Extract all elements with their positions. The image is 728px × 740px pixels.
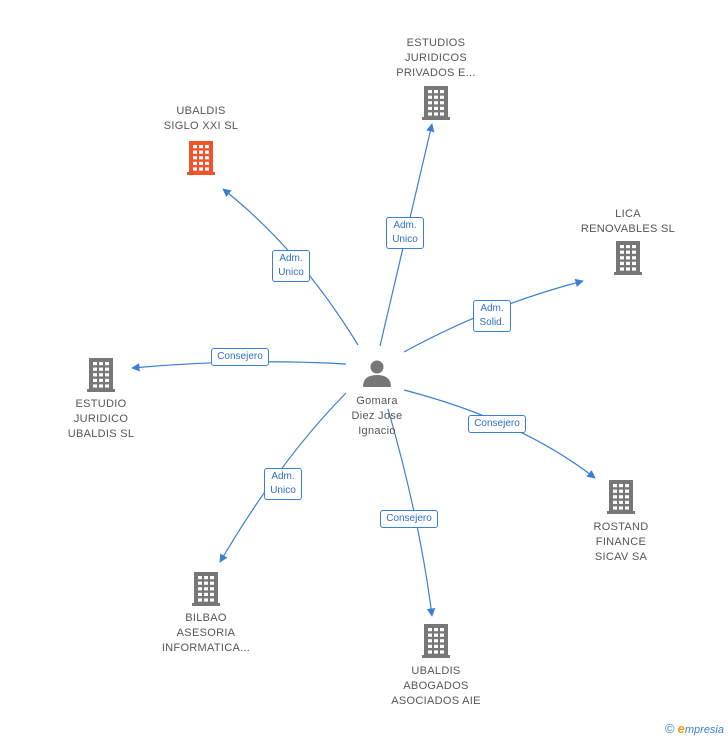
building-icon-ubaldis-abogados[interactable] [422,624,450,658]
edge-label-bilbao-line: Unico [270,485,296,496]
person-icon[interactable] [363,360,391,388]
person-label-line: Diez Jose [351,410,403,422]
company-label-rostand-line: SICAV SA [594,551,648,563]
building-icon-estudio-juridico[interactable] [87,358,115,392]
copyright-icon: © [665,721,675,736]
brand-name: mpresia [684,724,724,736]
footer-brand: ©empresia [665,721,724,736]
edge-label-estudios-juridicos-line: Adm. [393,220,417,231]
edge-rostand [403,389,596,479]
building-icon-bilbao[interactable] [192,572,220,606]
company-label-lica[interactable]: LICA RENOVABLES SL [581,207,675,237]
edge-label-bilbao-line: Adm. [271,471,295,482]
company-label-bilbao-line: BILBAO [185,612,227,624]
company-label-lica-line: RENOVABLES SL [580,223,676,235]
edge-label-rostand-line: Consejero [474,418,520,429]
building-icon-rostand[interactable] [607,480,635,514]
company-label-estudios-juridicos-line: PRIVADOS E... [396,67,476,79]
company-label-rostand[interactable]: ROSTAND FINANCE SICAV SA [593,520,648,565]
edge-label-ubaldis-abogados: Consejero [380,510,438,528]
edge-label-bilbao: Adm. Unico [264,468,302,500]
edge-label-ubaldis-siglo-line: Unico [278,267,304,278]
building-icon-lica[interactable] [614,241,642,275]
brand-initial: e [677,721,685,736]
company-label-estudio-juridico-line: JURIDICO [73,413,129,425]
edge-label-ubaldis-siglo-line: Adm. [279,253,303,264]
company-label-ubaldis-abogados-line: ASOCIADOS AIE [391,695,481,707]
company-label-rostand-line: FINANCE [595,536,647,548]
edge-label-lica-line: Solid. [479,317,505,328]
company-label-estudios-juridicos-line: JURIDICOS [405,52,467,64]
edge-label-ubaldis-siglo: Adm. Unico [272,250,310,282]
company-label-rostand-line: ROSTAND [593,521,649,533]
company-label-lica-line: LICA [615,208,641,220]
company-label-ubaldis-abogados-line: ABOGADOS [403,680,469,692]
company-label-bilbao-line: INFORMATICA... [161,642,251,654]
person-label-line: Ignacio [358,425,396,437]
edge-label-lica: Adm. Solid. [473,300,511,332]
edge-label-rostand: Consejero [468,415,526,433]
company-label-ubaldis-siglo[interactable]: UBALDIS SIGLO XXI SL [164,104,239,134]
edge-label-estudios-juridicos: Adm. Unico [386,217,424,249]
building-icon-ubaldis-siglo[interactable] [187,141,215,175]
company-label-estudio-juridico[interactable]: ESTUDIO JURIDICO UBALDIS SL [68,397,135,442]
edge-label-ubaldis-abogados-line: Consejero [386,513,432,524]
company-label-bilbao-line: ASESORIA [176,627,236,639]
company-label-estudios-juridicos[interactable]: ESTUDIOS JURIDICOS PRIVADOS E... [396,36,476,81]
company-label-ubaldis-siglo-line: UBALDIS [176,105,226,117]
company-label-ubaldis-abogados-line: UBALDIS [411,665,461,677]
company-label-estudio-juridico-line: ESTUDIO [75,398,127,410]
company-label-ubaldis-siglo-line: SIGLO XXI SL [163,120,239,132]
edge-label-lica-line: Adm. [480,303,504,314]
company-label-estudios-juridicos-line: ESTUDIOS [406,37,466,49]
edge-label-estudio-juridico-line: Consejero [217,351,263,362]
building-icon-estudios-juridicos[interactable] [422,86,450,120]
company-label-bilbao[interactable]: BILBAO ASESORIA INFORMATICA... [162,611,250,656]
edge-label-estudio-juridico: Consejero [211,348,269,366]
company-label-estudio-juridico-line: UBALDIS SL [67,428,135,440]
company-label-ubaldis-abogados[interactable]: UBALDIS ABOGADOS ASOCIADOS AIE [391,664,480,709]
person-label-line: Gomara [356,395,398,407]
edge-label-estudios-juridicos-line: Unico [392,234,418,245]
